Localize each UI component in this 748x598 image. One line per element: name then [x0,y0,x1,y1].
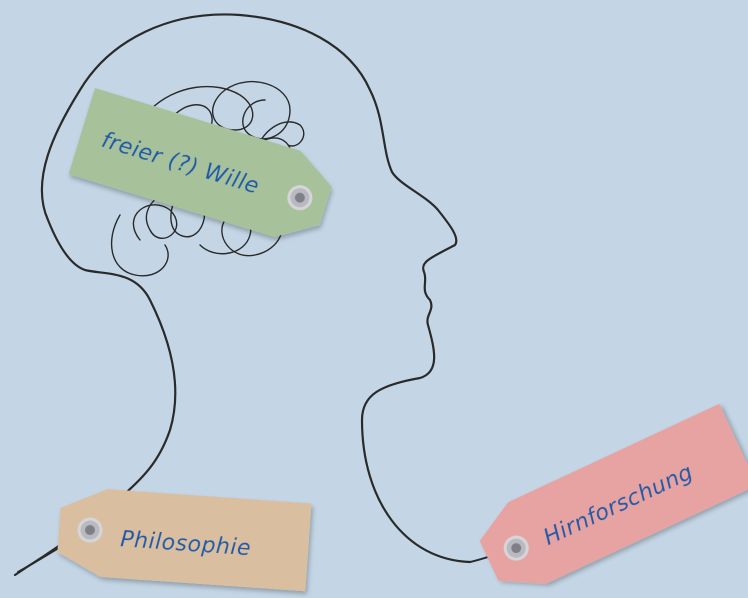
tag-freier-wille: freier (?) Wille [68,88,332,237]
tag-philosophie-body [57,489,312,592]
eyelet-center [511,543,522,554]
tag-hirnforschung-body [479,403,748,584]
tag-hirnforschung: Hirnforschung [479,403,748,584]
eyelet-center [294,192,305,203]
head-outline [13,13,472,577]
eyelet-center [84,525,95,536]
tag-philosophie: Philosophie [57,489,312,592]
tag-freier-wille-body [68,88,332,237]
